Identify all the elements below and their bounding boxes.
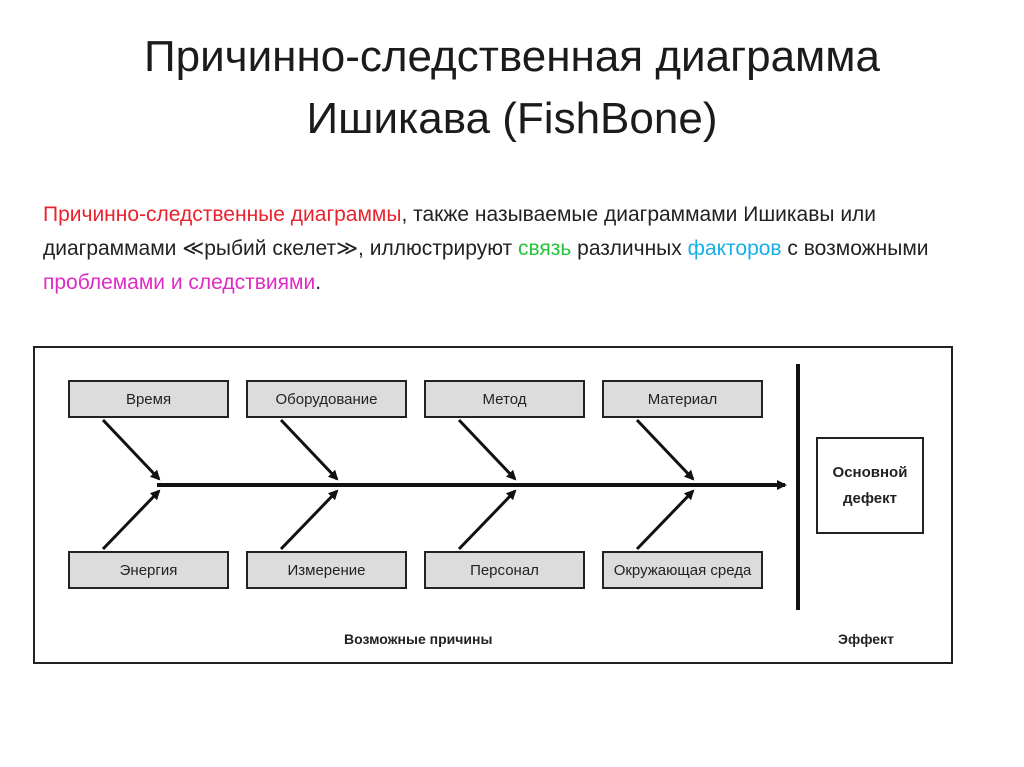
cause-box-equipment: Оборудование [246, 380, 407, 418]
cause-box-energy: Энергия [68, 551, 229, 589]
cause-box-measurement: Измерение [246, 551, 407, 589]
desc-text-4: . [315, 271, 322, 294]
bone-arrow-time [101, 418, 161, 481]
cause-box-time: Время [68, 380, 229, 418]
fishbone-diagram: Время Оборудование Метод Материал Энерги… [33, 346, 953, 664]
effect-box-main-defect: Основной дефект [816, 437, 924, 534]
desc-text-2: различных [571, 237, 688, 260]
bone-arrow-material [635, 418, 695, 481]
desc-text-3: с возможными [781, 237, 929, 260]
desc-text-1: , также называемые диаграммами Ишикавы и… [43, 203, 877, 260]
bone-arrow-measurement [279, 489, 339, 551]
cause-box-personnel: Персонал [424, 551, 585, 589]
slide-title: Причинно-следственная диаграмма Ишикава … [0, 26, 1024, 150]
caption-effect: Эффект [838, 631, 894, 647]
slide-title-line-2: Ишикава (FishBone) [306, 94, 718, 143]
bone-arrow-environment [635, 489, 695, 551]
caption-possible-causes: Возможные причины [344, 631, 493, 647]
bone-arrow-energy [101, 489, 161, 551]
bone-arrow-personnel [457, 489, 517, 551]
term-problems-consequences: проблемами и следствиями [43, 271, 316, 294]
slide-title-line-1: Причинно-следственная диаграмма [143, 32, 881, 81]
bone-arrow-equipment [279, 418, 339, 481]
cause-box-method: Метод [424, 380, 585, 418]
term-factors: факторов [687, 237, 782, 260]
cause-box-material: Материал [602, 380, 763, 418]
effect-label-line-2: дефект [843, 489, 897, 507]
term-cause-effect-diagrams: Причинно-следственные диаграммы [43, 203, 402, 226]
effect-label-line-1: Основной [832, 463, 908, 481]
cause-box-environment: Окружающая среда [602, 551, 763, 589]
fishbone-lines [101, 364, 800, 610]
description-paragraph: Причинно-следственные диаграммы, также н… [43, 198, 943, 300]
bone-arrow-method [457, 418, 517, 481]
term-connection: связь [517, 237, 572, 260]
